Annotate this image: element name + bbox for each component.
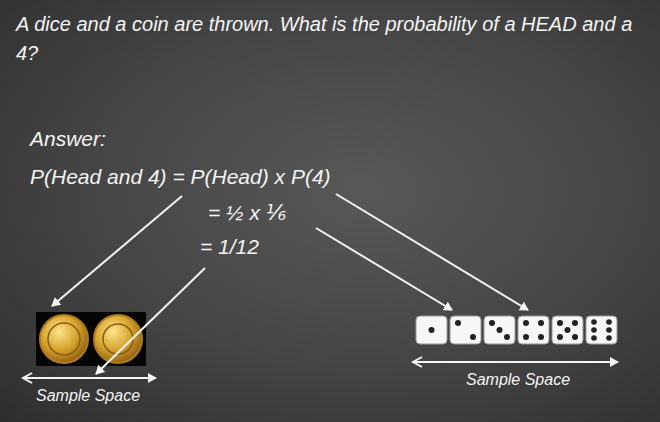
coin-picture (36, 312, 146, 366)
formula-line: P(Head and 4) = P(Head) x P(4) (30, 164, 331, 190)
sample-space-label: Sample Space (36, 386, 140, 406)
leader-arrows (52, 194, 528, 374)
formula-step: = ½ x ⅙ (208, 200, 286, 226)
sample-space-label: Sample Space (466, 370, 570, 390)
answer-heading: Answer: (30, 126, 106, 152)
dice-picture (416, 316, 617, 344)
formula-result: = 1/12 (200, 234, 259, 260)
question-title: A dice and a coin are thrown. What is th… (16, 10, 646, 68)
